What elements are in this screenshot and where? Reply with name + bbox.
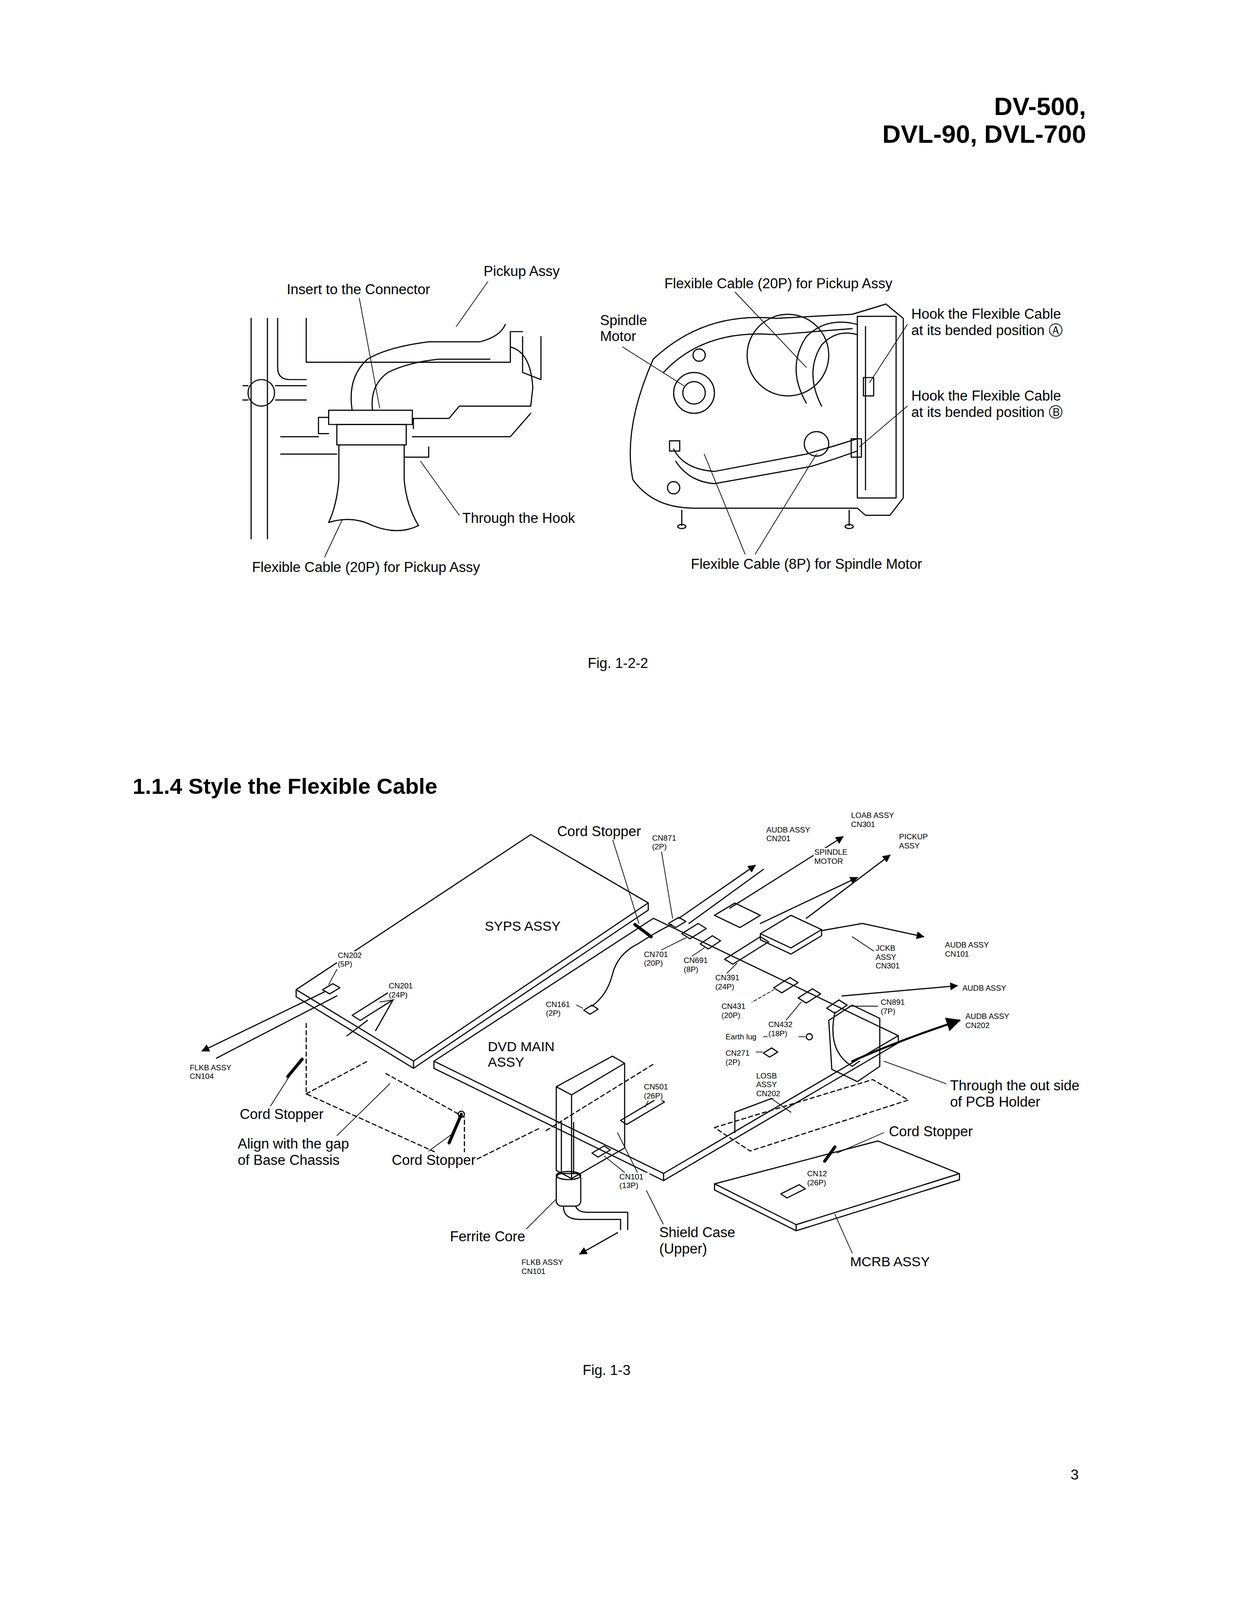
part-label: Cord Stopper bbox=[238, 1106, 325, 1123]
part-label: Flexible Cable (8P) for Spindle Motor bbox=[689, 556, 923, 573]
figure-caption: Fig. 1-3 bbox=[581, 1362, 632, 1379]
circuit-board: MCRB ASSY bbox=[709, 1135, 965, 1282]
figure-caption: Fig. 1-2-2 bbox=[587, 655, 650, 672]
section-title: 1.1.4 Style the Flexible Cable bbox=[132, 773, 438, 799]
cable-destination: AUDB ASSY CN202 bbox=[964, 1012, 1015, 1030]
connector-label: CN101 (13P) bbox=[618, 1172, 650, 1191]
callout-note: Insert to the Connector bbox=[285, 281, 431, 298]
connector-label: CN431 (20P) bbox=[720, 1002, 752, 1020]
cable-destination: AUDB ASSY bbox=[961, 984, 1007, 994]
board-name: SYPS ASSY bbox=[484, 918, 561, 935]
connector-label: CN701 (20P) bbox=[643, 950, 674, 969]
part-label: Cord Stopper bbox=[888, 1123, 974, 1141]
callout-note: Through the out side of PCB Holder bbox=[949, 1077, 1092, 1111]
connector-label: CN202 (5P) bbox=[336, 951, 368, 970]
part-label: Shield Case (Upper) bbox=[658, 1224, 752, 1257]
connector-label: CN161 (2P) bbox=[545, 1000, 577, 1019]
part-label: Cord Stopper bbox=[556, 823, 642, 840]
part-label: Ferrite Core bbox=[449, 1228, 527, 1246]
cable-destination: LOSB ASSY CN202 bbox=[755, 1071, 785, 1099]
cable-destination: AUDB ASSY CN201 bbox=[765, 825, 815, 844]
connector-label: CN432 (18P) bbox=[767, 1020, 799, 1039]
part-label: Cord Stopper bbox=[391, 1152, 477, 1169]
cable-destination: FLKB ASSY CN104 bbox=[188, 1063, 239, 1082]
cable-destination: AUDB ASSY CN101 bbox=[944, 940, 994, 959]
board-name: DVD MAIN ASSY bbox=[487, 1039, 566, 1071]
cable-destination: FLKB ASSY CN101 bbox=[520, 1258, 571, 1277]
callout-note: Hook the Flexible Cable at its bended po… bbox=[910, 306, 1076, 339]
cable-destination: PICKUP ASSY bbox=[898, 832, 937, 851]
part-label: Earth lug bbox=[724, 1032, 758, 1042]
cable-destination: JCKB ASSY CN301 bbox=[874, 944, 904, 971]
part-label: Flexible Cable (20P) for Pickup Assy bbox=[663, 275, 894, 292]
part-label: Spindle Motor bbox=[598, 312, 658, 345]
callout-note: Align with the gap of Base Chassis bbox=[236, 1135, 364, 1169]
cable-destination: LOAB ASSY CN301 bbox=[850, 811, 900, 830]
connector-label: CN391 (24P) bbox=[714, 973, 746, 992]
connector-label: CN271 (2P) bbox=[724, 1049, 756, 1067]
part-label: Flexible Cable (20P) for Pickup Assy bbox=[251, 559, 481, 576]
connector-label: CN891 (7P) bbox=[879, 998, 911, 1016]
part-label: Pickup Assy bbox=[482, 263, 561, 280]
connector-label: CN691 (8P) bbox=[683, 956, 714, 975]
connector-label: CN201 (24P) bbox=[387, 981, 419, 1000]
model-number: DVL-90, DVL-700 bbox=[881, 121, 1087, 147]
page-number: 3 bbox=[1069, 1466, 1080, 1484]
model-number: DV-500, bbox=[993, 93, 1087, 120]
connector-label: CN501 (26P) bbox=[643, 1082, 674, 1101]
connector-label: CN871 (2P) bbox=[651, 834, 683, 852]
cable-destination: SPINDLE MOTOR bbox=[813, 848, 857, 866]
board-name: MCRB ASSY bbox=[850, 1254, 930, 1271]
callout-note: Hook the Flexible Cable at its bended po… bbox=[910, 387, 1076, 421]
callout-note: Through the Hook bbox=[461, 510, 576, 527]
connector-label: CN12 (26P) bbox=[806, 1169, 838, 1188]
